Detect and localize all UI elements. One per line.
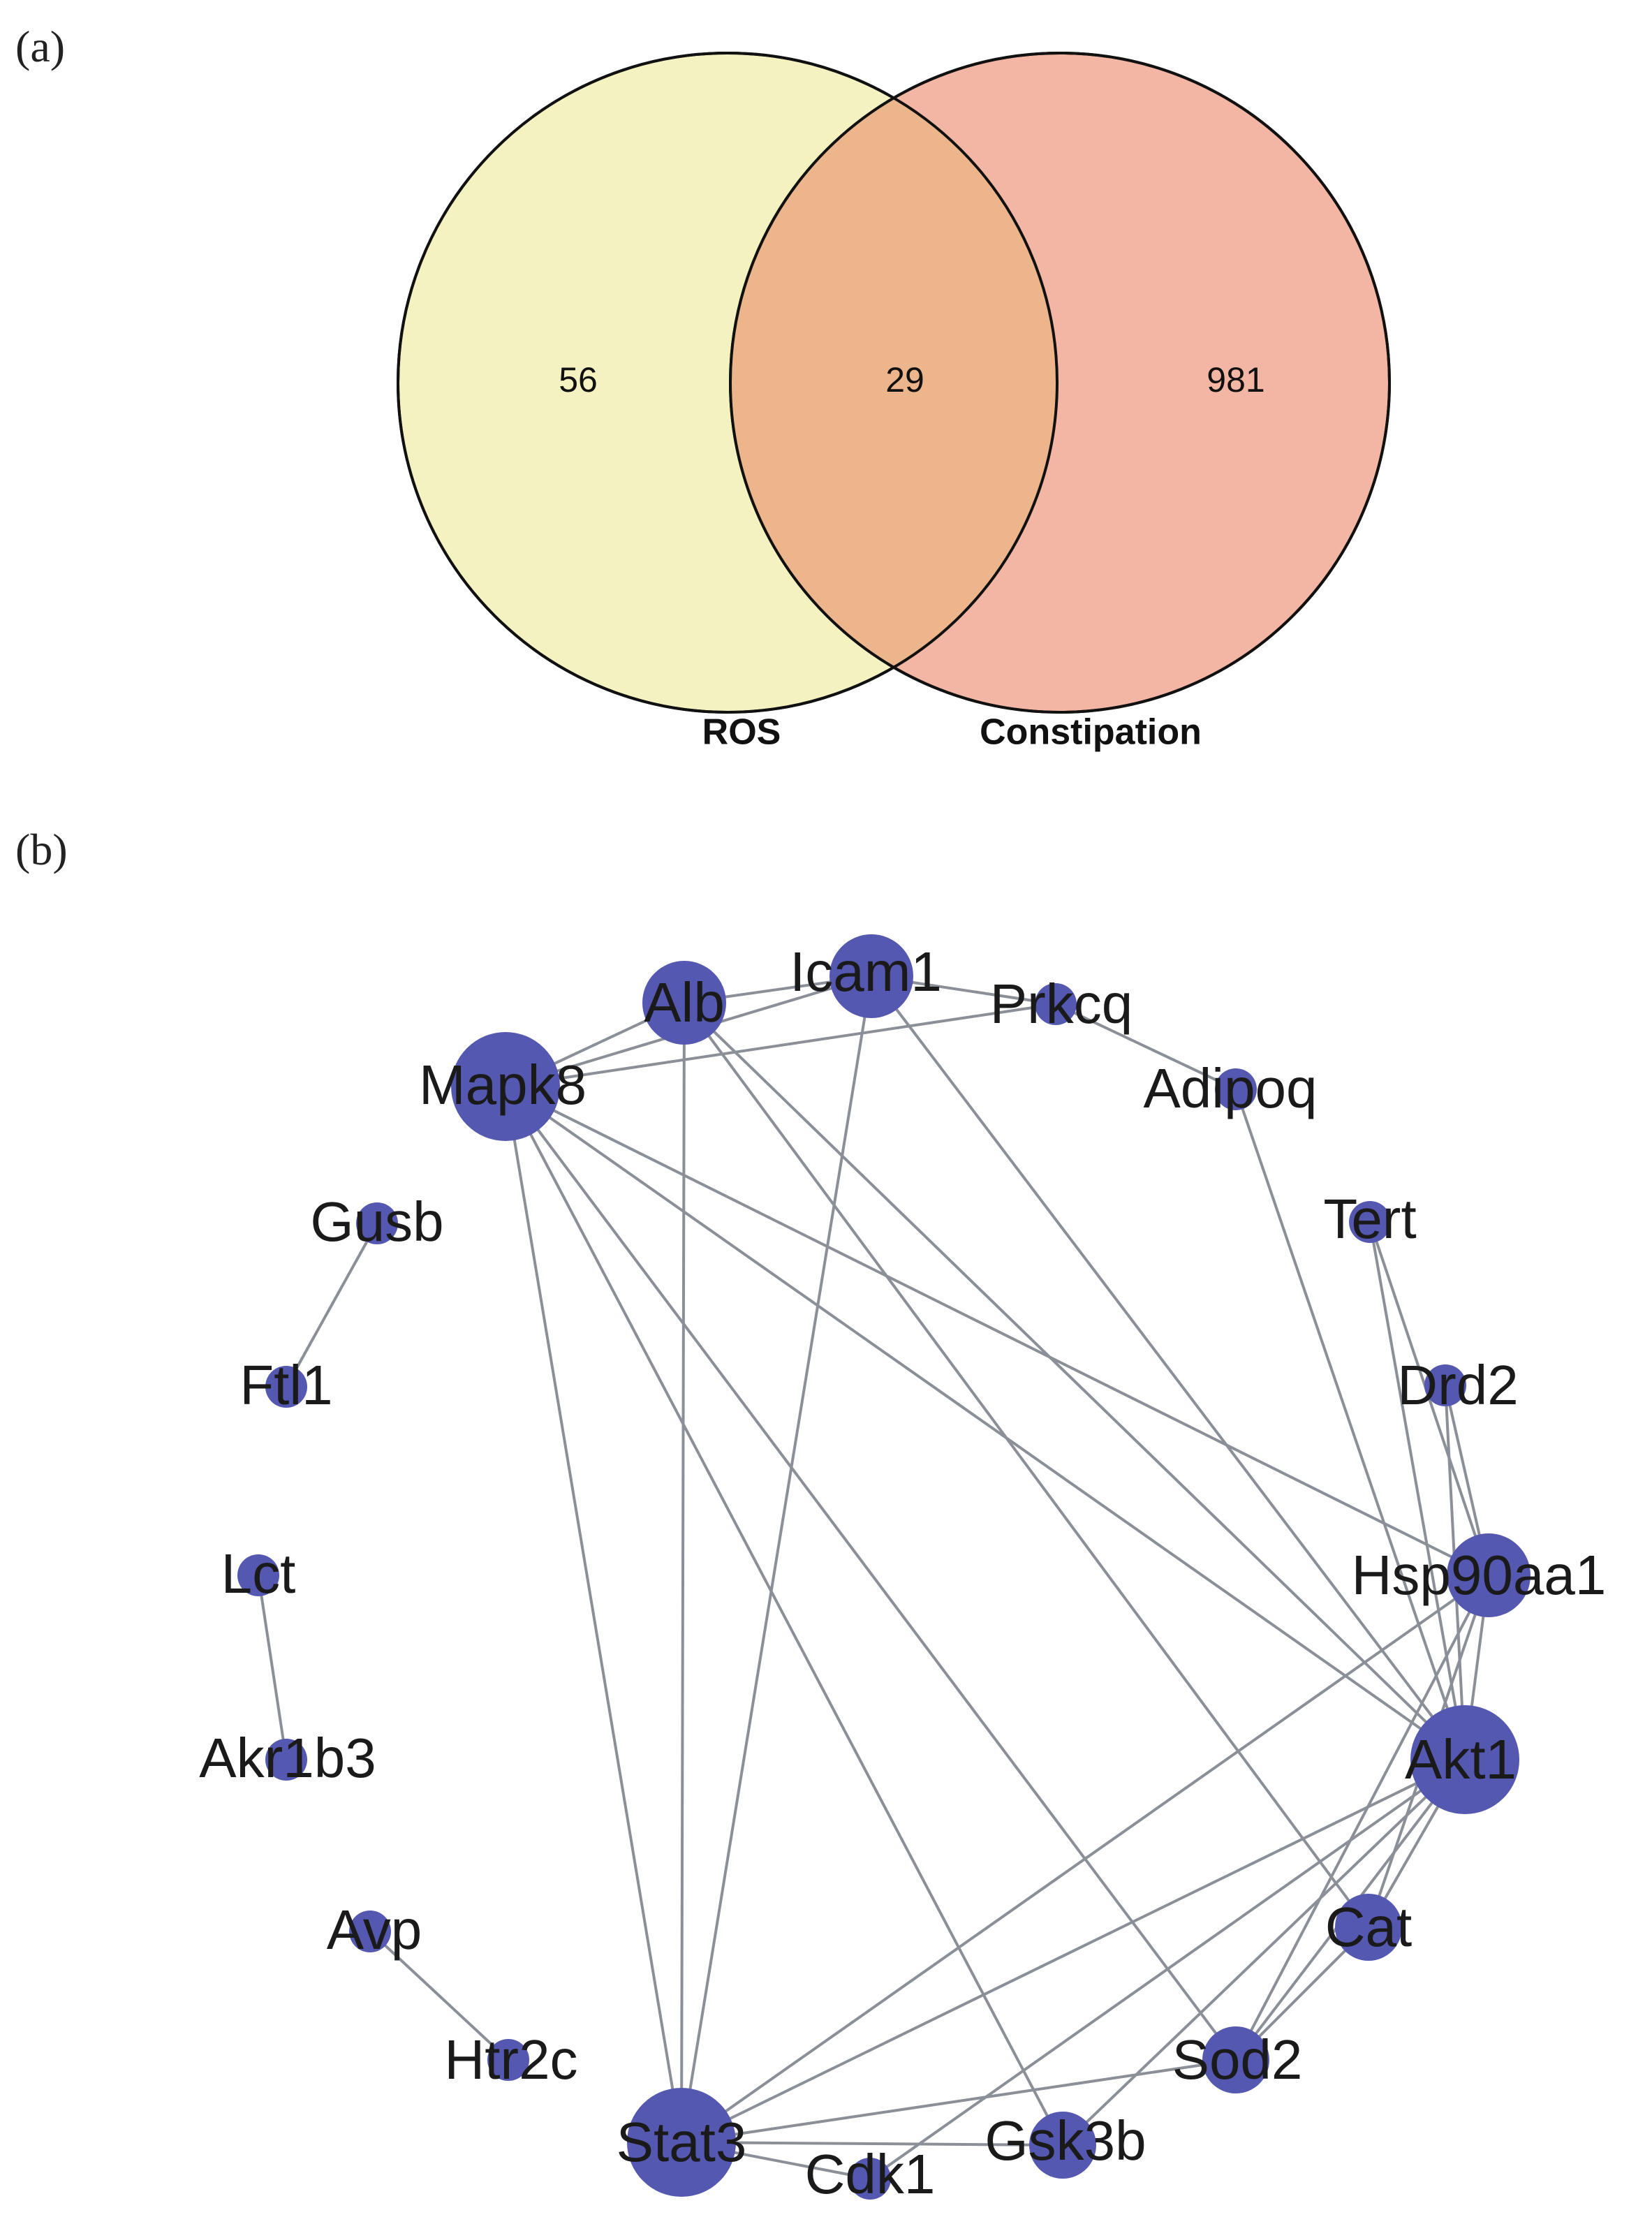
edge-alb-stat3 bbox=[680, 1002, 686, 2143]
venn-panel: (a) 56 29 981 ROS Constipation bbox=[15, 22, 1391, 753]
node-hsp90aa1 bbox=[1447, 1533, 1531, 1617]
edge-stat3-gsk3b bbox=[681, 2141, 1063, 2147]
edge-adipoq-akt1 bbox=[1234, 1089, 1466, 1760]
node-label-icam1: Icam1 bbox=[790, 941, 942, 1003]
node-label-prkcq: Prkcq bbox=[990, 973, 1133, 1035]
node-label-mapk8: Mapk8 bbox=[419, 1054, 587, 1116]
venn-count-intersection: 29 bbox=[885, 360, 924, 399]
panel-b-label: (b) bbox=[15, 825, 68, 874]
node-label-gusb: Gusb bbox=[310, 1191, 443, 1253]
venn-outline-constipation bbox=[729, 52, 1391, 714]
node-lct bbox=[237, 1554, 279, 1596]
venn-set-name-constipation: Constipation bbox=[980, 712, 1202, 753]
venn-intersection bbox=[730, 53, 1057, 712]
edge-mapk8-hsp90aa1 bbox=[505, 1085, 1489, 1577]
node-drd2 bbox=[1424, 1364, 1466, 1406]
node-label-sod2: Sod2 bbox=[1172, 2028, 1303, 2091]
venn-outline-ros bbox=[397, 52, 1059, 714]
panel-a-label: (a) bbox=[15, 22, 65, 71]
node-label-htr2c: Htr2c bbox=[444, 2028, 577, 2091]
node-label-hsp90aa1: Hsp90aa1 bbox=[1352, 1544, 1607, 1606]
edge-akt1-cdk1 bbox=[869, 1758, 1466, 2180]
node-akr1b3 bbox=[265, 1739, 307, 1781]
node-adipoq bbox=[1215, 1068, 1257, 1110]
node-akt1 bbox=[1410, 1705, 1519, 1814]
node-cat bbox=[1335, 1894, 1402, 1961]
node-stat3 bbox=[627, 2088, 736, 2197]
node-label-ftl1: Ftl1 bbox=[239, 1354, 332, 1416]
network-panel: (b) Icam1PrkcqAdipoqTertDrd2Hsp90aa1Akt1… bbox=[15, 825, 1606, 2205]
network-labels: Icam1PrkcqAdipoqTertDrd2Hsp90aa1Akt1CatS… bbox=[199, 941, 1606, 2205]
edge-mapk8-akt1 bbox=[504, 1085, 1466, 1761]
node-label-cat: Cat bbox=[1325, 1896, 1413, 1958]
edge-mapk8-gsk3b bbox=[504, 1086, 1064, 2146]
network-nodes bbox=[237, 934, 1531, 2200]
node-label-adipoq: Adipoq bbox=[1143, 1057, 1317, 1119]
node-icam1 bbox=[829, 934, 913, 1018]
node-prkcq bbox=[1035, 983, 1077, 1025]
node-label-drd2: Drd2 bbox=[1397, 1354, 1518, 1416]
edge-tert-akt1 bbox=[1369, 1221, 1466, 1760]
edge-sod2-stat3 bbox=[681, 2059, 1237, 2144]
node-label-lct: Lct bbox=[221, 1542, 296, 1605]
node-cdk1 bbox=[849, 2158, 891, 2200]
venn-count-constipation-only: 981 bbox=[1207, 360, 1264, 399]
edge-alb-cat bbox=[683, 1001, 1370, 1929]
edge-avp-htr2c bbox=[369, 1930, 510, 2061]
node-label-gsk3b: Gsk3b bbox=[984, 2109, 1146, 2172]
edge-prkcq-adipoq bbox=[1055, 1003, 1237, 1091]
edge-akt1-gsk3b bbox=[1061, 1758, 1466, 2147]
node-label-akt1: Akt1 bbox=[1405, 1728, 1517, 1790]
node-alb bbox=[642, 961, 726, 1045]
node-htr2c bbox=[487, 2039, 529, 2081]
edge-hsp90aa1-sod2 bbox=[1234, 1575, 1490, 2061]
edge-akt1-stat3 bbox=[681, 1758, 1466, 2144]
node-label-avp: Avp bbox=[327, 1899, 422, 1961]
node-label-stat3: Stat3 bbox=[617, 2111, 747, 2173]
node-mapk8 bbox=[451, 1032, 560, 1141]
venn-count-ros-only: 56 bbox=[559, 360, 598, 399]
node-label-cdk1: Cdk1 bbox=[805, 2143, 936, 2205]
edge-mapk8-stat3 bbox=[504, 1086, 683, 2143]
edge-mapk8-prkcq bbox=[505, 1003, 1056, 1088]
edge-mapk8-sod2 bbox=[504, 1085, 1237, 2061]
edge-icam1-stat3 bbox=[680, 975, 873, 2143]
edge-icam1-akt1 bbox=[870, 975, 1466, 1761]
node-gsk3b bbox=[1029, 2112, 1096, 2179]
node-ftl1 bbox=[265, 1366, 307, 1408]
node-label-tert: Tert bbox=[1323, 1188, 1416, 1250]
node-gusb bbox=[356, 1202, 398, 1244]
edge-lct-akr1b3 bbox=[257, 1575, 288, 1760]
edge-alb-akt1 bbox=[683, 1001, 1466, 1761]
network-edges bbox=[257, 975, 1490, 2180]
node-avp bbox=[349, 1910, 391, 1952]
node-sod2 bbox=[1202, 2026, 1269, 2093]
node-label-akr1b3: Akr1b3 bbox=[199, 1727, 376, 1789]
venn-set-name-ros: ROS bbox=[702, 712, 781, 753]
node-label-alb: Alb bbox=[644, 971, 725, 1033]
node-tert bbox=[1349, 1201, 1391, 1243]
edge-hsp90aa1-stat3 bbox=[680, 1574, 1490, 2144]
edge-gusb-ftl1 bbox=[285, 1223, 378, 1387]
